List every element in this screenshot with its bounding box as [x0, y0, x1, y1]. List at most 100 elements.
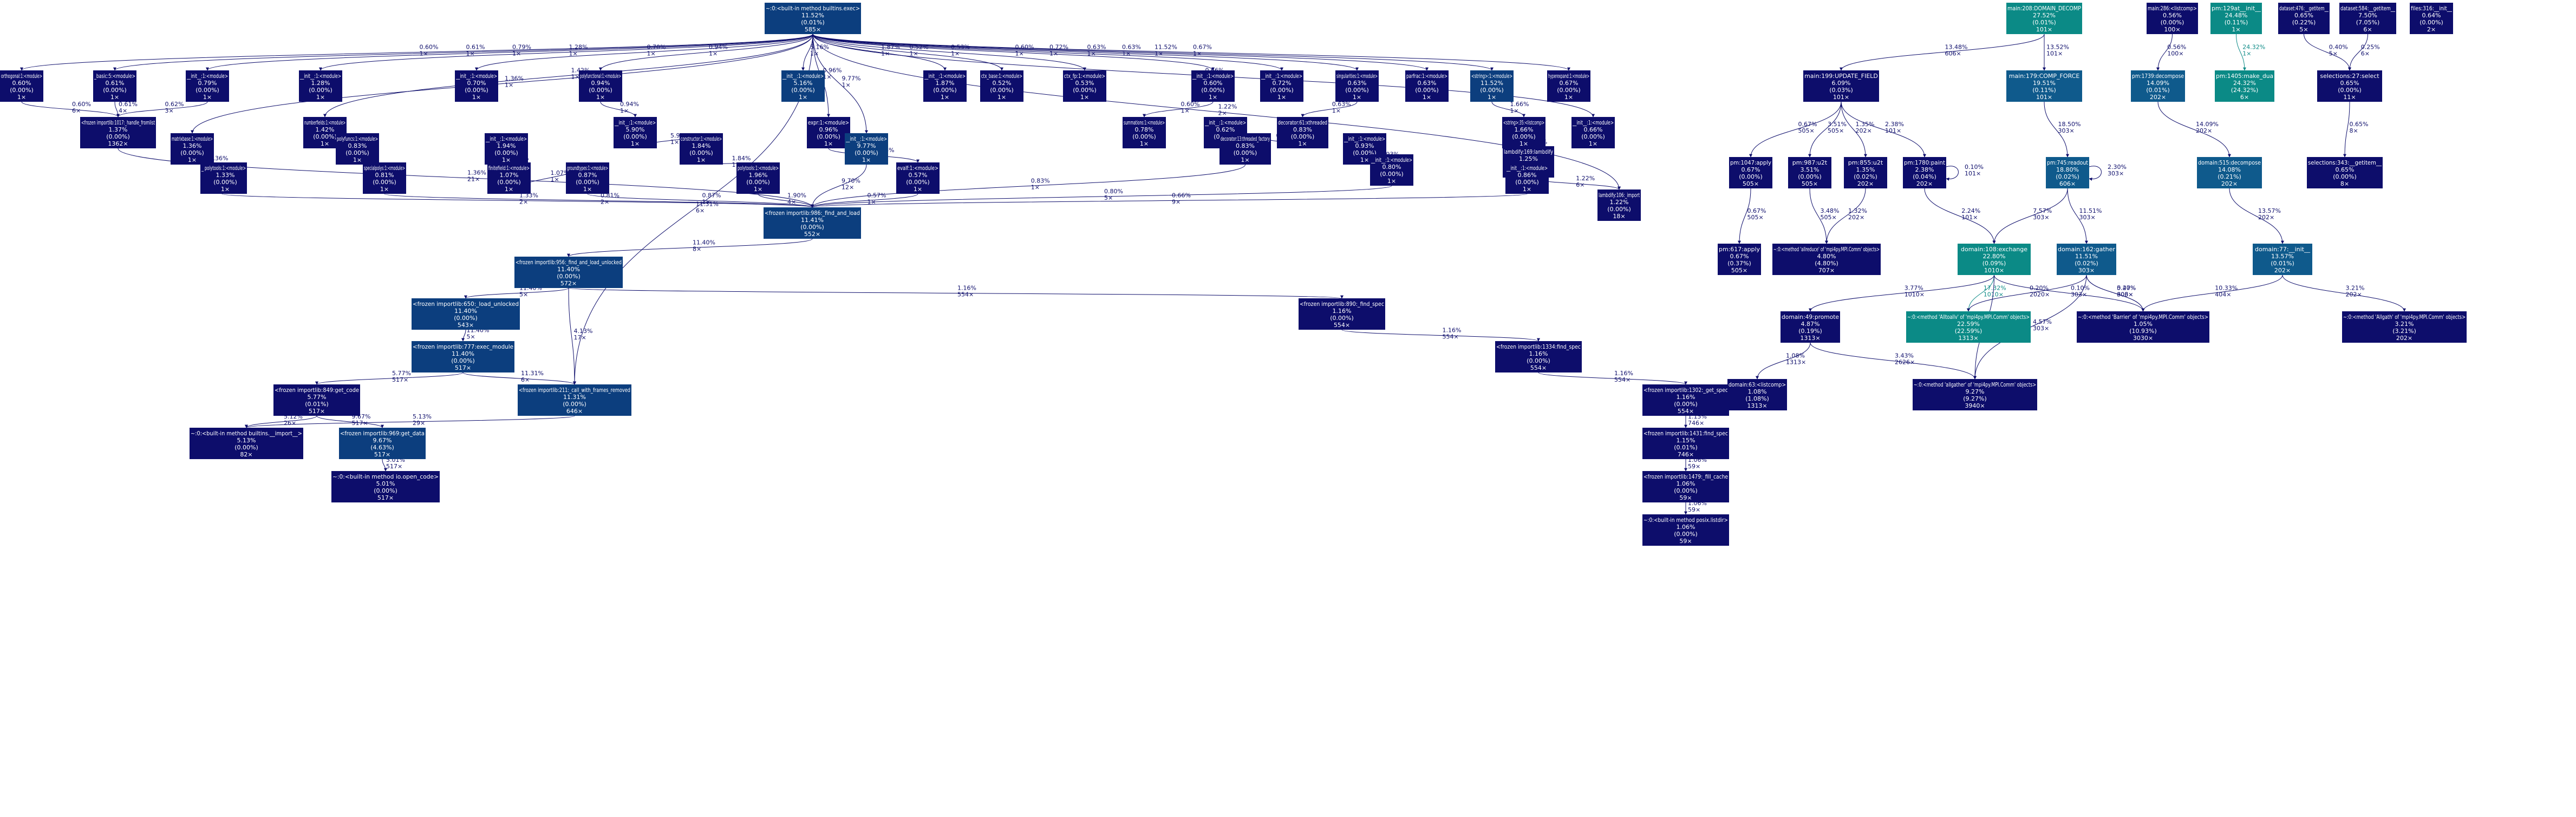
node-box[interactable]	[1299, 298, 1385, 330]
node-box[interactable]	[1788, 157, 1831, 188]
node-constructor[interactable]: constructor:1:<module>1.84%(0.00%)1×	[680, 133, 723, 165]
node-box[interactable]	[2006, 3, 2082, 34]
node-init6[interactable]: __init__:1:<module>0.60%(0.00%)1×	[1191, 70, 1235, 102]
node-box[interactable]	[363, 162, 406, 194]
node-box[interactable]	[336, 133, 379, 165]
node-box[interactable]	[1495, 341, 1582, 372]
node-box[interactable]	[0, 70, 43, 102]
node-polytools2[interactable]: polytools:1:<module>1.96%(0.00%)1×	[736, 162, 780, 194]
node-box[interactable]	[1958, 244, 2031, 275]
node-box[interactable]	[2317, 70, 2382, 102]
node-box[interactable]	[765, 3, 861, 34]
node-box[interactable]	[896, 162, 940, 194]
node-selections343[interactable]: selections:343:__getitem__0.65%(0.00%)8×	[2307, 157, 2383, 188]
node-box[interactable]	[1913, 379, 2037, 410]
node-box[interactable]	[2077, 311, 2209, 343]
node-box[interactable]	[190, 428, 303, 459]
node-box[interactable]	[2339, 3, 2396, 34]
node-find_spec1431[interactable]: <frozen importlib:1431:find_spec1.15%(0.…	[1642, 428, 1729, 459]
node-call_with_frames[interactable]: <frozen importlib:211:_call_with_frames_…	[518, 384, 631, 416]
node-find_and_load[interactable]: <frozen importlib:986:_find_and_load11.4…	[764, 207, 861, 239]
node-box[interactable]	[2131, 70, 2185, 102]
node-polyfuncs[interactable]: polyfuncs:1:<module>0.83%(0.00%)1×	[336, 133, 379, 165]
node-box[interactable]	[1727, 379, 1787, 410]
node-init15[interactable]: __init__:1:<module>0.86%(0.00%)1×	[1505, 162, 1549, 194]
node-box[interactable]	[1571, 117, 1615, 148]
node-pm129[interactable]: pm:129at__init__24.48%(0.11%)1×	[2210, 3, 2262, 34]
node-box[interactable]	[339, 428, 426, 459]
node-decorator13[interactable]: decorator:13:threaded_factory0.83%(0.00%…	[1219, 133, 1271, 165]
node-find_spec890[interactable]: <frozen importlib:890:_find_spec1.16%(0.…	[1299, 298, 1385, 330]
node-finitefield[interactable]: finitefield:1:<module>1.07%(0.00%)1×	[487, 162, 531, 194]
node-box[interactable]	[1642, 471, 1729, 502]
node-box[interactable]	[80, 117, 156, 148]
node-dataset584[interactable]: dataset:584:__getitem__7.50%(7.05%)6×	[2339, 3, 2396, 34]
node-box[interactable]	[781, 70, 825, 102]
node-string[interactable]: <string>:1:<module>11.52%(0.00%)1×	[1470, 70, 1514, 102]
node-basic[interactable]: _basic:5:<module>0.61%(0.00%)1×	[93, 70, 136, 102]
node-barrier[interactable]: ~:0:<method 'Barrier' of 'mpi4py.MPI.Com…	[2077, 311, 2209, 343]
node-box[interactable]	[412, 341, 514, 372]
node-expr[interactable]: expr:1:<module>0.96%(0.00%)1×	[807, 117, 850, 148]
node-parfrac[interactable]: parfrac:1:<module>0.63%(0.00%)1×	[1405, 70, 1449, 102]
node-box[interactable]	[1903, 157, 1946, 188]
node-box[interactable]	[2147, 3, 2198, 34]
node-init10[interactable]: __init__:1:<module>5.90%(0.00%)1×	[614, 117, 657, 148]
node-box[interactable]	[1642, 428, 1729, 459]
node-hyperexpand[interactable]: hyperexpand:1:<module>0.67%(0.00%)1×	[1547, 70, 1590, 102]
node-posix_listdir[interactable]: ~:0:<built-in method posix.listdir>1.06%…	[1642, 514, 1729, 546]
node-box[interactable]	[1219, 133, 1271, 165]
node-allgath[interactable]: ~:0:<method 'Allgath' of 'mpi4py.MPI.Com…	[2342, 311, 2467, 343]
node-files316[interactable]: files:316:__init__0.64%(0.00%)2×	[2410, 3, 2453, 34]
node-box[interactable]	[331, 471, 440, 502]
node-orthogonal[interactable]: orthogonal:1:<module>0.60%(0.00%)1×	[0, 70, 43, 102]
node-init4[interactable]: __init__:1:<module>5.16%(0.00%)1×	[781, 70, 825, 102]
node-box[interactable]	[1191, 70, 1235, 102]
node-find_spec1334[interactable]: <frozen importlib:1334:find_spec1.16%(0.…	[1495, 341, 1582, 372]
node-box[interactable]	[2197, 157, 2262, 188]
node-handle_fromlist[interactable]: <frozen importlib:1017:_handle_fromlist1…	[80, 117, 156, 148]
node-box[interactable]	[171, 133, 214, 165]
node-ctx_fp[interactable]: ctx_fp:1:<module>0.53%(0.00%)1×	[1063, 70, 1106, 102]
node-box[interactable]	[487, 162, 531, 194]
node-init1[interactable]: __init__:1:<module>0.79%(0.00%)1×	[186, 70, 229, 102]
node-box[interactable]	[2307, 157, 2383, 188]
node-exec_module[interactable]: <frozen importlib:777:exec_module11.40%(…	[412, 341, 514, 372]
node-builtin_import[interactable]: ~:0:<built-in method builtins.__import__…	[190, 428, 303, 459]
node-domain77[interactable]: domain:77:__init__13.57%(0.01%)202×	[2253, 244, 2312, 275]
node-domain63[interactable]: domain:63:<listcomp>1.08%(1.08%)1313×	[1727, 379, 1787, 410]
node-box[interactable]	[1597, 189, 1641, 221]
node-box[interactable]	[1729, 157, 1772, 188]
node-init7[interactable]: __init__:1:<module>0.72%(0.00%)1×	[1260, 70, 1303, 102]
node-box[interactable]	[485, 133, 528, 165]
node-box[interactable]	[518, 384, 631, 416]
node-box[interactable]	[1547, 70, 1590, 102]
node-builtin_exec[interactable]: ~:0:<built-in method builtins.exec>11.52…	[765, 3, 861, 34]
node-box[interactable]	[412, 298, 520, 330]
node-box[interactable]	[186, 70, 229, 102]
node-box[interactable]	[1718, 244, 1761, 275]
node-box[interactable]	[2046, 157, 2089, 188]
node-init8[interactable]: __init__:1:<module>0.66%(0.00%)1×	[1571, 117, 1615, 148]
node-io_open_code[interactable]: ~:0:<built-in method io.open_code>5.01%(…	[331, 471, 440, 502]
node-main286[interactable]: main:286:<listcomp>0.56%(0.00%)100×	[2147, 3, 2198, 34]
node-fill_cache[interactable]: <frozen importlib:1479:_fill_cache1.06%(…	[1642, 471, 1729, 502]
node-box[interactable]	[736, 162, 780, 194]
node-box[interactable]	[1335, 70, 1379, 102]
node-box[interactable]	[1370, 154, 1413, 186]
node-box[interactable]	[980, 70, 1023, 102]
node-find_and_load_unlocked[interactable]: <frozen importlib:956:_find_and_load_unl…	[514, 257, 623, 288]
node-box[interactable]	[2278, 3, 2330, 34]
